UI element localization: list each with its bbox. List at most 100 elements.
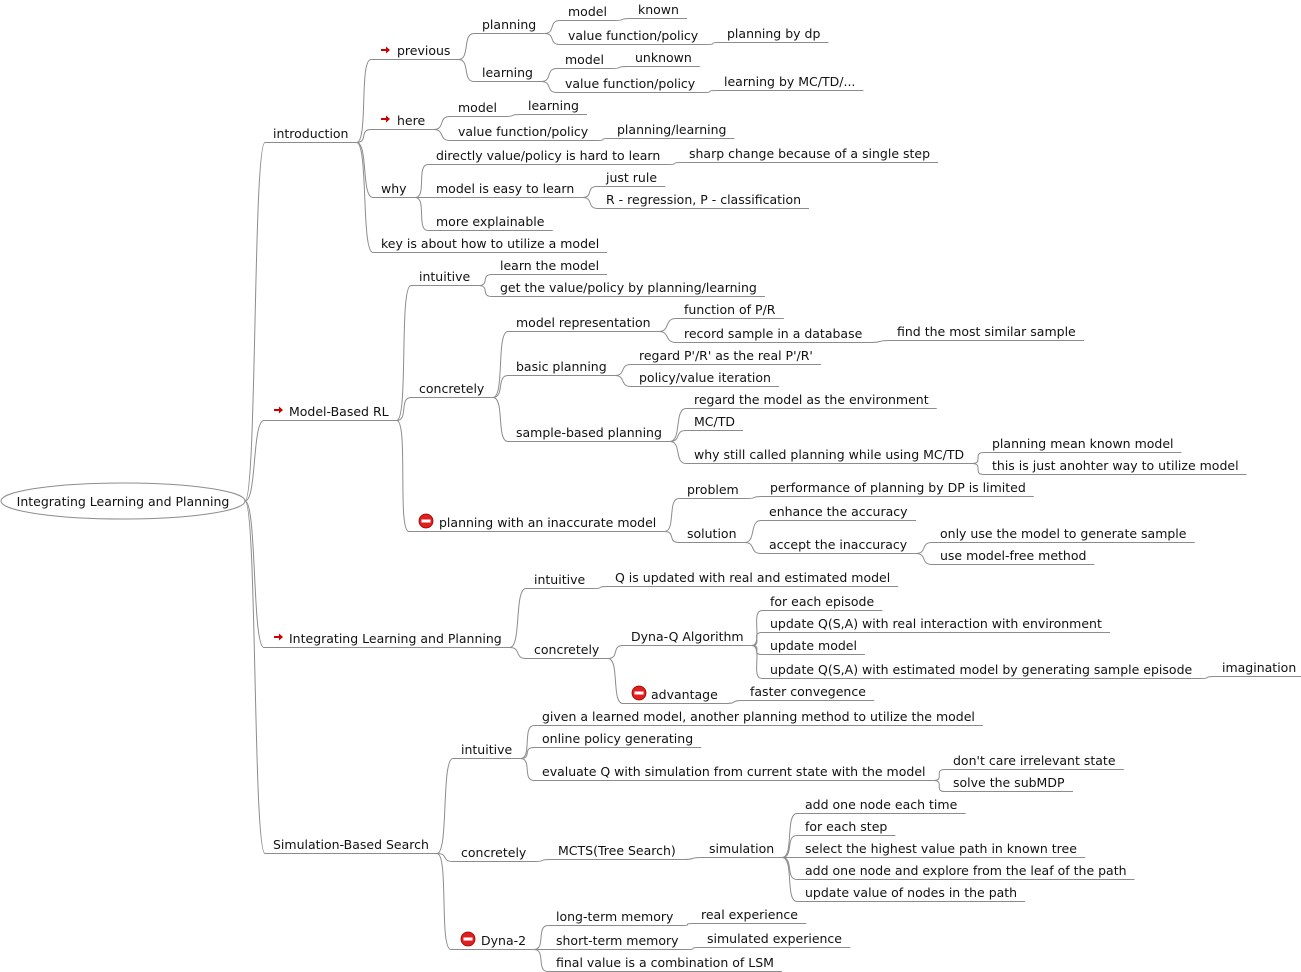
node-function-pr[interactable]: function of P/R <box>684 302 776 317</box>
node-planning-known[interactable]: planning mean known model <box>992 436 1174 451</box>
node-inaccurate-model[interactable]: planning with an inaccurate model <box>439 515 656 530</box>
node-why-hard[interactable]: directly value/policy is hard to learn <box>436 148 660 163</box>
node-simulated-experience[interactable]: simulated experience <box>707 931 842 946</box>
node-just-rule[interactable]: just rule <box>605 170 657 185</box>
node-q-updated[interactable]: Q is updated with real and estimated mod… <box>615 570 890 585</box>
node-here[interactable]: here <box>397 113 425 128</box>
node-select-highest[interactable]: select the highest value path in known t… <box>805 841 1077 856</box>
edge-connector <box>544 20 561 34</box>
node-model-easy[interactable]: model is easy to learn <box>436 181 574 196</box>
edge-connector <box>478 285 493 297</box>
node-planning[interactable]: planning <box>482 17 536 32</box>
node-why[interactable]: why <box>381 181 407 196</box>
edge-connector <box>658 331 677 343</box>
node-planning-vfp[interactable]: value function/policy <box>568 28 699 43</box>
node-given-model[interactable]: given a learned model, another planning … <box>542 709 975 724</box>
node-basic-planning[interactable]: basic planning <box>516 359 607 374</box>
node-mb-concretely[interactable]: concretely <box>419 381 485 396</box>
node-get-value[interactable]: get the value/policy by planning/learnin… <box>500 280 757 295</box>
node-update-value[interactable]: update value of nodes in the path <box>805 885 1017 900</box>
node-previous[interactable]: previous <box>397 43 450 58</box>
node-enhance[interactable]: enhance the accuracy <box>769 504 908 519</box>
node-short-term[interactable]: short-term memory <box>556 933 679 948</box>
node-simulation[interactable]: simulation <box>709 841 774 856</box>
node-learn-model[interactable]: learn the model <box>500 258 599 273</box>
node-update-model[interactable]: update model <box>770 638 857 653</box>
node-for-each-step[interactable]: for each step <box>805 819 887 834</box>
node-sample-based-planning[interactable]: sample-based planning <box>516 425 662 440</box>
node-sbs-concretely[interactable]: concretely <box>461 845 527 860</box>
node-faster[interactable]: faster convegence <box>750 684 866 699</box>
node-accept[interactable]: accept the inaccuracy <box>769 537 908 552</box>
node-ilp-concretely[interactable]: concretely <box>534 642 600 657</box>
node-learning-by-mctd[interactable]: learning by MC/TD/... <box>724 74 855 89</box>
node-submdp[interactable]: solve the subMDP <box>953 775 1065 790</box>
node-solution[interactable]: solution <box>687 526 737 541</box>
node-long-term[interactable]: long-term memory <box>556 909 674 924</box>
node-advantage[interactable]: advantage <box>651 687 718 702</box>
edge-connector <box>915 542 933 554</box>
edge-connector <box>972 452 985 464</box>
node-sbs-intuitive[interactable]: intuitive <box>461 742 512 757</box>
node-key[interactable]: key is about how to utilize a model <box>381 236 599 251</box>
node-planning-learning[interactable]: planning/learning <box>617 122 726 137</box>
edge-connector <box>781 813 798 858</box>
node-dont-care[interactable]: don't care irrelevant state <box>953 753 1116 768</box>
node-update-estimated[interactable]: update Q(S,A) with estimated model by ge… <box>770 662 1193 677</box>
edge-connector <box>436 853 452 950</box>
edge-connector <box>540 68 558 82</box>
node-introduction[interactable]: introduction <box>273 126 348 141</box>
node-why-still[interactable]: why still called planning while using MC… <box>694 447 964 462</box>
node-here-model[interactable]: model <box>458 100 497 115</box>
edge-connector <box>681 923 694 926</box>
edge-connector <box>244 142 266 502</box>
node-here-vfp[interactable]: value function/policy <box>458 124 589 139</box>
node-model-free[interactable]: use model-free method <box>940 548 1086 563</box>
node-ilp[interactable]: Integrating Learning and Planning <box>289 631 502 646</box>
node-dyna-q[interactable]: Dyna-Q Algorithm <box>631 629 744 644</box>
node-model-representation[interactable]: model representation <box>516 315 651 330</box>
node-regard-pr[interactable]: regard P'/R' as the real P'/R' <box>639 348 813 363</box>
node-model-based-rl[interactable]: Model-Based RL <box>289 404 389 419</box>
node-another-way[interactable]: this is just anohter way to utilize mode… <box>992 458 1239 473</box>
node-known[interactable]: known <box>638 2 679 17</box>
node-learning-model[interactable]: model <box>565 52 604 67</box>
node-imagination[interactable]: imagination <box>1222 660 1296 675</box>
node-planning-model[interactable]: model <box>568 4 607 19</box>
node-explainable[interactable]: more explainable <box>436 214 545 229</box>
node-performance[interactable]: performance of planning by DP is limited <box>770 480 1026 495</box>
node-problem[interactable]: problem <box>687 482 739 497</box>
edge-connector <box>781 857 798 902</box>
node-policy-iteration[interactable]: policy/value iteration <box>639 370 771 385</box>
node-update-real[interactable]: update Q(S,A) with real interaction with… <box>770 616 1102 631</box>
node-similar-sample[interactable]: find the most similar sample <box>897 324 1076 339</box>
node-simulation-based-search[interactable]: Simulation-Based Search <box>273 837 429 852</box>
node-learning[interactable]: learning <box>482 65 533 80</box>
node-ilp-intuitive[interactable]: intuitive <box>534 572 585 587</box>
node-mcts[interactable]: MCTS(Tree Search) <box>558 843 676 858</box>
node-real-experience[interactable]: real experience <box>701 907 798 922</box>
node-evaluate-q[interactable]: evaluate Q with simulation from current … <box>542 764 925 779</box>
node-learning-vfp[interactable]: value function/policy <box>565 76 696 91</box>
node-for-each-episode[interactable]: for each episode <box>770 594 874 609</box>
node-final-value[interactable]: final value is a combination of LSM <box>556 955 774 970</box>
edge-connector <box>433 116 451 130</box>
node-record-sample[interactable]: record sample in a database <box>684 326 863 341</box>
node-regression[interactable]: R - regression, P - classification <box>606 192 801 207</box>
edge-connector <box>726 700 743 704</box>
node-regard-env[interactable]: regard the model as the environment <box>694 392 929 407</box>
edge-connector <box>751 632 763 646</box>
node-dyna2[interactable]: Dyna-2 <box>481 933 526 948</box>
node-mctd[interactable]: MC/TD <box>694 414 735 429</box>
node-sharp-change[interactable]: sharp change because of a single step <box>689 146 930 161</box>
node-mb-intuitive[interactable]: intuitive <box>419 269 470 284</box>
node-unknown[interactable]: unknown <box>635 50 692 65</box>
node-add-explore[interactable]: add one node and explore from the leaf o… <box>805 863 1127 878</box>
node-here-learning[interactable]: learning <box>528 98 579 113</box>
node-online-policy[interactable]: online policy generating <box>542 731 693 746</box>
root-node[interactable]: Integrating Learning and Planning <box>17 494 230 509</box>
node-add-node[interactable]: add one node each time <box>805 797 958 812</box>
node-planning-by-dp[interactable]: planning by dp <box>727 26 820 41</box>
node-only-use[interactable]: only use the model to generate sample <box>940 526 1187 541</box>
